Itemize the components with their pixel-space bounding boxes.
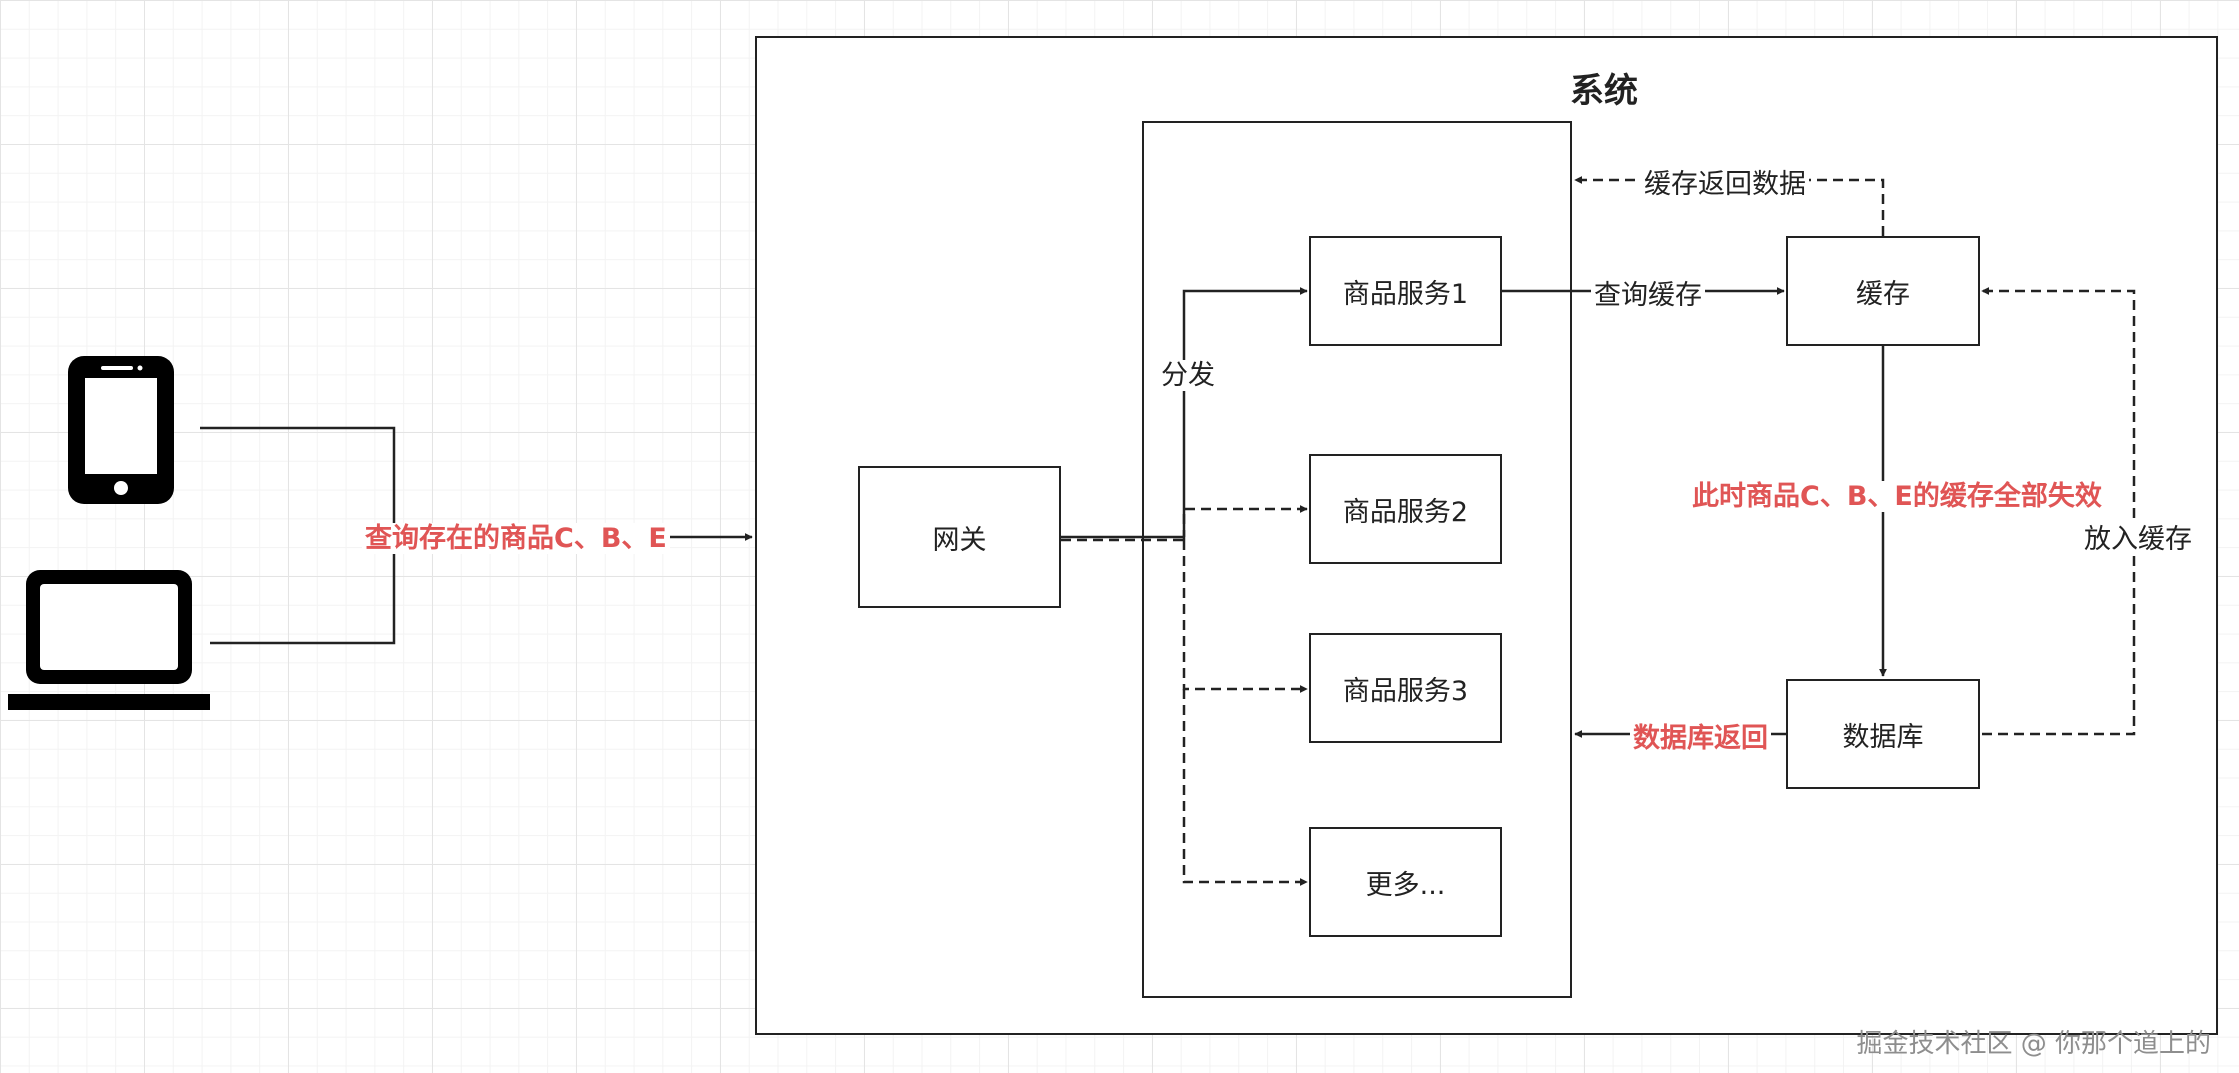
laptop-link-line — [210, 537, 396, 645]
query-cache-label: 查询缓存 — [1591, 280, 1705, 311]
client-query-label: 查询存在的商品C、B、E — [362, 523, 670, 554]
gateway-node: 网关 — [858, 466, 1061, 608]
put-cache-arrow — [1981, 287, 2136, 736]
cache-return-label: 缓存返回数据 — [1641, 169, 1809, 200]
tablet-link-line — [200, 426, 396, 537]
tablet-icon — [66, 354, 176, 506]
service2-node: 商品服务2 — [1309, 454, 1502, 564]
service1-node: 商品服务1 — [1309, 236, 1502, 346]
cache-invalid-label: 此时商品C、B、E的缓存全部失效 — [1689, 481, 2105, 512]
watermark: 掘金技术社区 @ 你那个道上的 — [1856, 1029, 2211, 1059]
system-title: 系统 — [1570, 71, 1638, 111]
db-return-label: 数据库返回 — [1630, 723, 1771, 754]
service3-node: 商品服务3 — [1309, 633, 1502, 743]
dispatch-label: 分发 — [1158, 360, 1218, 391]
cache-node: 缓存 — [1786, 236, 1980, 346]
put-cache-label: 放入缓存 — [2081, 524, 2195, 555]
dispatch-to-service1-arrow — [1182, 287, 1308, 537]
laptop-icon — [8, 567, 210, 710]
dispatch-to-service2-arrow — [1182, 505, 1308, 540]
database-node: 数据库 — [1786, 679, 1980, 789]
dispatch-to-service3-arrow — [1182, 540, 1308, 693]
dispatch-to-more-arrow — [1182, 689, 1308, 886]
more-services-node: 更多... — [1309, 827, 1502, 937]
